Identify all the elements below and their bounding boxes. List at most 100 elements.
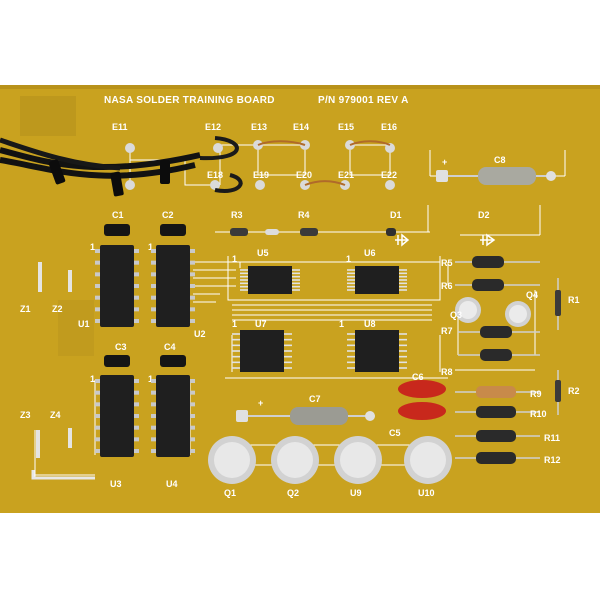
- part-number: P/N 979001 REV A: [318, 95, 409, 106]
- label-e15: E15: [338, 122, 354, 132]
- label-u9: U9: [350, 488, 362, 498]
- resistor-r11: [455, 430, 540, 442]
- flatpack-lead: [347, 289, 355, 291]
- capacitor-c1: [104, 224, 130, 236]
- ic-u6: [355, 266, 399, 294]
- flatpack-lead: [240, 289, 248, 291]
- flatpack-lead: [399, 282, 407, 285]
- label-r11: R11: [544, 433, 560, 443]
- ic-u3: [100, 375, 134, 457]
- label-e18: E18: [207, 170, 223, 180]
- label-d2: D2: [478, 210, 490, 220]
- flatpack-lead: [347, 338, 355, 341]
- label-u8: U8: [364, 319, 376, 329]
- flatpack-lead: [232, 338, 240, 341]
- flatpack-lead: [399, 333, 407, 335]
- resistor-r5: [455, 256, 540, 268]
- flatpack-lead: [240, 269, 248, 271]
- flatpack-lead: [292, 282, 300, 285]
- ic-pin: [95, 379, 100, 383]
- capacitor-c2: [160, 224, 186, 236]
- ic-pin: [190, 319, 195, 323]
- flatpack-lead: [347, 333, 355, 335]
- label-r1: R1: [568, 295, 580, 305]
- flatpack-lead: [347, 367, 355, 369]
- flatpack-lead: [284, 361, 292, 364]
- flatpack-lead: [399, 361, 407, 364]
- ic-pin: [190, 249, 195, 253]
- ic-pin: [151, 319, 156, 323]
- ic-u8: [355, 330, 399, 372]
- flatpack-lead: [347, 355, 355, 358]
- ic-pin: [190, 272, 195, 277]
- label-r7: R7: [441, 326, 453, 336]
- turret-e19: [255, 180, 265, 190]
- label-e19: E19: [253, 170, 269, 180]
- ic-pin: [134, 437, 139, 442]
- resistor-r10: [455, 406, 540, 418]
- flatpack-lead: [399, 289, 407, 291]
- ic-pin: [95, 249, 100, 253]
- flatpack-lead: [240, 282, 248, 285]
- label-e22: E22: [381, 170, 397, 180]
- ic-pin: [95, 402, 100, 407]
- flatpack-lead: [347, 282, 355, 285]
- flatpack-lead: [292, 275, 300, 278]
- flatpack-lead: [399, 338, 407, 341]
- ic-pin: [190, 307, 195, 312]
- ic-pin: [134, 414, 139, 418]
- label-e14: E14: [293, 122, 309, 132]
- ic-u5: [248, 266, 292, 294]
- flatpack-lead: [399, 367, 407, 369]
- ic-pin: [134, 260, 139, 265]
- flatpack-lead: [240, 285, 248, 288]
- label-c5: C5: [389, 428, 401, 438]
- label-z1: Z1: [20, 304, 31, 314]
- ic-can-u9: [334, 436, 382, 484]
- ic-pin: [151, 249, 156, 253]
- flatpack-lead: [292, 289, 300, 291]
- label-pin1-u5: 1: [232, 254, 237, 264]
- flatpack-lead: [232, 361, 240, 364]
- turret-e11: [125, 143, 135, 153]
- label-c1: C1: [112, 210, 124, 220]
- label-r5: R5: [441, 258, 453, 268]
- diode-d1: [386, 228, 410, 247]
- resistor-r3: [230, 228, 248, 236]
- resistor-r6: [455, 279, 540, 291]
- ic-pin: [134, 295, 139, 300]
- flatpack-lead: [292, 279, 300, 281]
- silk-labels: E11 E12 E13 E14 E15 E16 E18 E19 E20 E21 …: [20, 122, 580, 498]
- label-c7-plus: +: [258, 398, 263, 408]
- flatpack-lead: [347, 275, 355, 278]
- ic-u7: [240, 330, 284, 372]
- label-pin1-u4: 1: [148, 374, 153, 384]
- label-c8-plus: +: [442, 157, 447, 167]
- flatpack-lead: [232, 344, 240, 347]
- label-c7: C7: [309, 394, 321, 404]
- resistor-r4: [300, 228, 318, 236]
- ic-pin: [151, 295, 156, 300]
- ic-pin: [134, 319, 139, 323]
- label-u3: U3: [110, 479, 122, 489]
- label-r4: R4: [298, 210, 310, 220]
- flatpack-lead: [399, 285, 407, 288]
- ic-pin: [95, 390, 100, 395]
- ic-pin: [95, 425, 100, 430]
- label-u2: U2: [194, 329, 206, 339]
- flatpack-lead: [399, 350, 407, 352]
- ic-pin: [134, 402, 139, 407]
- ic-pin: [190, 379, 195, 383]
- ic-pin: [134, 449, 139, 453]
- ic-pin: [95, 307, 100, 312]
- label-q1: Q1: [224, 488, 236, 498]
- label-pin1-u6: 1: [346, 254, 351, 264]
- flatpack-lead: [232, 333, 240, 335]
- flatpack-lead: [347, 269, 355, 271]
- ic-pin: [190, 449, 195, 453]
- label-c3: C3: [115, 342, 127, 352]
- label-e20: E20: [296, 170, 312, 180]
- ic-pin: [151, 307, 156, 312]
- label-q3: Q3: [450, 310, 462, 320]
- label-d1: D1: [390, 210, 402, 220]
